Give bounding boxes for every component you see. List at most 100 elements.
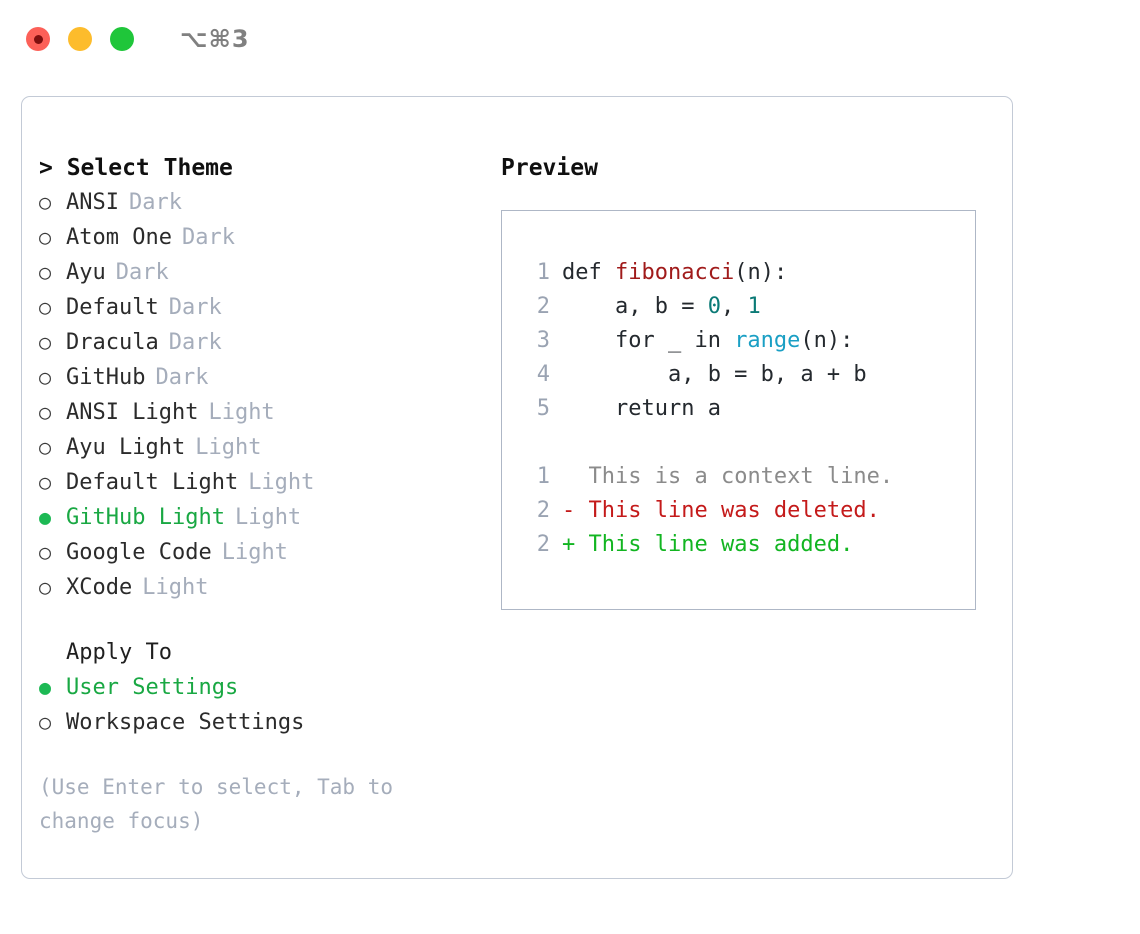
radio-unselected-icon: ○ bbox=[39, 225, 52, 249]
traffic-lights bbox=[26, 27, 134, 51]
code-line: 1 def fibonacci(n): bbox=[520, 256, 975, 290]
apply-to-label: Workspace Settings bbox=[66, 710, 305, 735]
line-number: 2 bbox=[536, 498, 550, 523]
theme-variant-label: Light bbox=[248, 470, 315, 495]
code-token-plain: return a bbox=[562, 396, 721, 421]
code-text: for _ in range(n): bbox=[562, 324, 853, 358]
radio-selected-icon: ● bbox=[39, 505, 52, 529]
theme-name: ANSI bbox=[66, 190, 119, 215]
select-theme-header: > Select Theme bbox=[39, 155, 233, 181]
theme-option[interactable]: ○ Atom One Dark bbox=[39, 220, 499, 255]
radio-unselected-icon: ○ bbox=[39, 400, 52, 424]
theme-name: Atom One bbox=[66, 225, 172, 250]
line-number: 5 bbox=[536, 396, 550, 421]
line-number: 4 bbox=[536, 362, 550, 387]
diff-text: This is a context line. bbox=[588, 464, 894, 489]
code-token-plain: a, b = bbox=[562, 294, 708, 319]
theme-option[interactable]: ○ GitHub Dark bbox=[39, 360, 499, 395]
code-token-call: range bbox=[734, 328, 801, 353]
radio-unselected-icon: ○ bbox=[39, 190, 52, 214]
theme-variant-label: Light bbox=[208, 400, 275, 425]
theme-variant-label: Dark bbox=[115, 260, 169, 285]
theme-name: Ayu bbox=[66, 260, 106, 285]
theme-option[interactable]: ○ XCode Light bbox=[39, 570, 499, 605]
theme-option[interactable]: ○ Dracula Dark bbox=[39, 325, 499, 360]
diff-marker: + bbox=[562, 532, 589, 557]
line-number: 1 bbox=[536, 464, 550, 489]
maximize-button[interactable] bbox=[110, 27, 134, 51]
radio-selected-icon: ● bbox=[39, 675, 52, 699]
close-button[interactable] bbox=[26, 27, 50, 51]
preview-header: Preview bbox=[501, 155, 598, 181]
radio-unselected-icon: ○ bbox=[39, 295, 52, 319]
code-text: a, b = b, a + b bbox=[562, 358, 867, 392]
diff-line: 2- This line was deleted. bbox=[520, 494, 975, 528]
radio-unselected-icon: ○ bbox=[39, 470, 52, 494]
radio-unselected-icon: ○ bbox=[39, 540, 52, 564]
recording-dot-icon bbox=[33, 34, 43, 44]
line-number: 2 bbox=[536, 532, 550, 557]
radio-unselected-icon: ○ bbox=[39, 330, 52, 354]
code-line: 2 a, b = 0, 1 bbox=[520, 290, 975, 324]
radio-unselected-icon: ○ bbox=[39, 365, 52, 389]
theme-name: Default bbox=[66, 295, 159, 320]
theme-variant-label: Light bbox=[142, 575, 209, 600]
theme-variant-label: Light bbox=[234, 505, 302, 530]
theme-variant-label: Light bbox=[195, 435, 262, 460]
code-text: a, b = 0, 1 bbox=[562, 290, 761, 324]
theme-variant-label: Light bbox=[221, 540, 288, 565]
theme-name: GitHub bbox=[66, 365, 146, 390]
diff-marker bbox=[562, 460, 589, 494]
code-token-plain: def bbox=[562, 260, 615, 285]
theme-name: Dracula bbox=[66, 330, 159, 355]
radio-unselected-icon: ○ bbox=[39, 710, 52, 734]
line-number: 3 bbox=[536, 328, 550, 353]
theme-variant-label: Dark bbox=[155, 365, 209, 390]
apply-to-list: ● User Settings ○ Workspace Settings bbox=[39, 670, 499, 740]
radio-unselected-icon: ○ bbox=[39, 435, 52, 459]
code-token-plain: (n): bbox=[800, 328, 854, 353]
apply-to-label: User Settings bbox=[66, 675, 239, 700]
apply-to-header: Apply To bbox=[66, 640, 172, 665]
theme-option[interactable]: ● GitHub Light Light bbox=[39, 500, 499, 535]
theme-variant-label: Dark bbox=[168, 295, 222, 320]
theme-option[interactable]: ○ Default Dark bbox=[39, 290, 499, 325]
title-bar: ⌥⌘3 bbox=[0, 0, 1140, 78]
theme-name: GitHub Light bbox=[66, 505, 225, 530]
diff-text: This line was deleted. bbox=[588, 498, 880, 523]
theme-name: XCode bbox=[66, 575, 133, 600]
theme-name: Ayu Light bbox=[66, 435, 186, 460]
code-token-fn: fibonacci bbox=[614, 260, 735, 285]
theme-name: Google Code bbox=[66, 540, 212, 565]
minimize-button[interactable] bbox=[68, 27, 92, 51]
code-token-num: 0 bbox=[707, 294, 721, 319]
diff-marker: - bbox=[562, 498, 589, 523]
theme-variant-label: Dark bbox=[181, 225, 235, 250]
code-text: def fibonacci(n): bbox=[562, 256, 787, 290]
theme-variant-label: Dark bbox=[168, 330, 222, 355]
diff-line: 1 This is a context line. bbox=[520, 460, 975, 494]
code-line: 4 a, b = b, a + b bbox=[520, 358, 975, 392]
code-token-plain: (n): bbox=[734, 260, 788, 285]
diff-text: This line was added. bbox=[588, 532, 854, 557]
line-number: 1 bbox=[536, 260, 550, 285]
theme-option[interactable]: ○ Google Code Light bbox=[39, 535, 499, 570]
apply-to-option[interactable]: ● User Settings bbox=[39, 670, 499, 705]
code-token-plain: , bbox=[720, 294, 748, 319]
code-token-num: 1 bbox=[747, 294, 761, 319]
apply-to-option[interactable]: ○ Workspace Settings bbox=[39, 705, 499, 740]
theme-option[interactable]: ○ Ayu Light Light bbox=[39, 430, 499, 465]
code-token-plain: for _ in bbox=[562, 328, 735, 353]
radio-unselected-icon: ○ bbox=[39, 575, 52, 599]
code-line: 5 return a bbox=[520, 392, 975, 426]
